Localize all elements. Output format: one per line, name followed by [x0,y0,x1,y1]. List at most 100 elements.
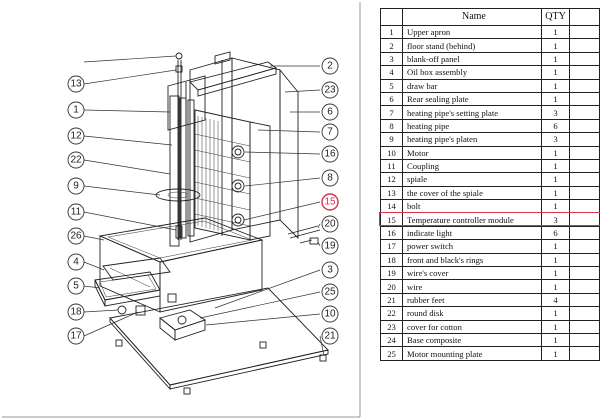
callout-3: 3 [321,261,339,279]
part-number: 10 [380,145,403,160]
part-number: 11 [380,158,403,174]
blank-cell [569,199,600,214]
part-name: draw bar [402,78,542,93]
callout-9: 9 [67,177,85,195]
svg-text:1: 1 [73,105,79,116]
svg-text:9: 9 [73,181,79,192]
part-qty: 1 [540,306,571,321]
callout-16: 16 [321,145,339,163]
part-number: 8 [380,118,403,134]
part-name: Upper apron [402,24,542,40]
part-name: Motor mounting plate [402,346,542,361]
draw-bar [189,61,277,97]
svg-text:3: 3 [327,265,333,276]
part-number: 4 [380,65,403,80]
blank-cell [569,78,600,93]
svg-text:13: 13 [70,79,82,90]
blank-cell [569,319,600,334]
heating-pipes [169,95,195,247]
rubber-feet [115,339,327,395]
part-name: indicate light [402,225,542,241]
part-qty: 1 [540,91,571,107]
part-number: 6 [380,91,403,107]
header-name: Name [402,8,542,26]
part-number: 16 [380,225,403,241]
callout-8: 8 [321,169,339,187]
part-name: floor stand (behind) [402,38,542,53]
header-qty: QTY [540,8,571,26]
blank-cell [569,105,600,120]
part-qty: 1 [540,24,571,40]
svg-text:26: 26 [70,231,82,242]
svg-text:25: 25 [324,287,336,298]
callout-20: 20 [321,215,339,233]
callout-5: 5 [67,277,85,295]
blank-cell [569,239,600,254]
part-qty: 1 [540,252,571,268]
part-number: 21 [380,292,403,308]
callout-1: 1 [67,101,85,119]
blank-cell [569,266,600,281]
blank-cell [569,132,600,147]
part-number: 5 [380,78,403,93]
part-qty: 1 [540,78,571,93]
callout-15: 15 [321,193,339,211]
part-qty: 1 [540,172,571,187]
callout-13: 13 [67,75,85,93]
callout-12: 12 [67,127,85,145]
part-qty: 1 [540,279,571,294]
blank-cell [569,51,600,67]
callout-25: 25 [321,283,339,301]
part-number: 12 [380,172,403,187]
part-number: 24 [380,332,403,348]
part-number: 2 [380,38,403,53]
svg-text:7: 7 [327,127,333,138]
part-qty: 1 [540,185,571,201]
blank-cell [569,306,600,321]
header-blank-cell [569,8,600,26]
part-name: Oil box assembly [402,65,542,80]
part-qty: 1 [540,51,571,67]
part-qty: 1 [540,145,571,160]
part-qty: 1 [540,38,571,53]
part-number: 20 [380,279,403,294]
part-qty: 1 [540,319,571,334]
blank-cell [569,145,600,160]
oil-drawer [94,257,171,307]
control-knobs [231,145,245,227]
blank-cell [569,346,600,361]
part-qty: 6 [540,118,571,134]
part-qty: 1 [540,158,571,174]
blank-cell [569,292,600,308]
part-name: wire's cover [402,266,542,281]
part-qty: 1 [540,65,571,80]
part-name: wire [402,279,542,294]
part-number: 9 [380,132,403,147]
part-number: 22 [380,306,403,321]
svg-text:12: 12 [70,131,82,142]
part-name: cover for cotton [402,319,542,334]
svg-text:21: 21 [324,331,336,342]
part-qty: 3 [540,132,571,147]
blank-cell [569,212,600,227]
part-name: Rear sealing plate [402,91,542,107]
blank-cell [569,279,600,294]
part-number: 15 [380,212,403,227]
part-name: rubber feet [402,292,542,308]
callout-7: 7 [321,123,339,141]
svg-text:8: 8 [327,173,333,184]
part-name: front and black's rings [402,252,542,268]
blank-cell [569,225,600,241]
header-no-cell [380,8,403,26]
callout-21: 21 [321,327,339,345]
